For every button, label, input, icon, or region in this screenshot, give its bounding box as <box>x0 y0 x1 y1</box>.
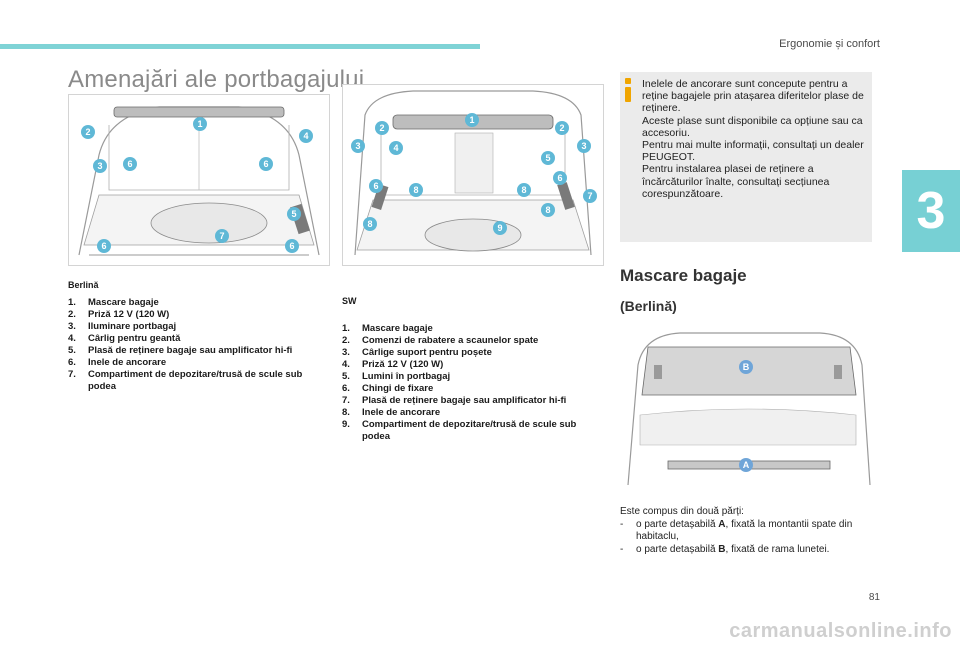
list-item: -o parte detașabilă A, fixată la montant… <box>620 518 853 543</box>
cover-intro: Este compus din două părți: <box>620 506 744 517</box>
running-header: Ergonomie și confort <box>779 38 880 50</box>
callout-8: 8 <box>409 183 423 197</box>
header-accent-bar <box>0 44 480 49</box>
callout-8: 8 <box>541 203 555 217</box>
list-item: 2.Comenzi de rabatere a scaunelor spate <box>342 335 539 346</box>
callout-7: 7 <box>215 229 229 243</box>
info-text: Inelele de ancorare sunt concepute pentr… <box>642 78 868 200</box>
list-item: 3.Iluminare portbagaj <box>68 321 177 332</box>
list-item: 7.Compartiment de depozitare/trusă de sc… <box>68 369 303 392</box>
luggage-cover-illustration: B A <box>620 325 876 485</box>
callout-a: A <box>739 458 753 472</box>
sw-legend-list: 1.Mascare bagaje 2.Comenzi de rabatere a… <box>342 323 602 443</box>
sedan-trunk-drawing <box>78 106 320 256</box>
sw-caption: SW <box>342 296 357 306</box>
list-item: 4.Priză 12 V (120 W) <box>342 359 444 370</box>
list-item: 8.Inele de ancorare <box>342 407 441 418</box>
watermark: carmanualsonline.info <box>729 620 952 642</box>
callout-6: 6 <box>97 239 111 253</box>
list-item: 6.Inele de ancorare <box>68 357 167 368</box>
list-item: 2.Priză 12 V (120 W) <box>68 309 170 320</box>
chapter-tab: 3 <box>902 170 960 252</box>
section-title: Amenajări ale portbagajului <box>68 66 365 93</box>
list-item: 4.Cârlig pentru geantă <box>68 333 181 344</box>
list-item: -o parte detașabilă B, fixată de rama lu… <box>620 543 830 555</box>
callout-2: 2 <box>81 125 95 139</box>
cover-description: Este compus din două părți: -o parte det… <box>620 506 876 556</box>
heading-mascare-bagaje: Mascare bagaje <box>620 266 747 285</box>
info-paragraph: Pentru mai multe informații, consultați … <box>642 139 864 164</box>
list-item: 5.Plasă de reținere bagaje sau amplifica… <box>68 345 293 356</box>
callout-1: 1 <box>465 113 479 127</box>
info-box: Inelele de ancorare sunt concepute pentr… <box>620 72 872 242</box>
callout-6: 6 <box>259 157 273 171</box>
callout-6: 6 <box>285 239 299 253</box>
callout-9: 9 <box>493 221 507 235</box>
sedan-legend-list: 1.Mascare bagaje 2.Priză 12 V (120 W) 3.… <box>68 297 318 393</box>
callout-2: 2 <box>375 121 389 135</box>
sedan-trunk-illustration: 1 2 3 6 4 6 5 7 6 6 <box>68 94 330 266</box>
callout-8: 8 <box>517 183 531 197</box>
list-item: 3.Cârlige suport pentru poșete <box>342 347 492 358</box>
list-item: 1.Mascare bagaje <box>342 323 433 334</box>
list-item: 9.Compartiment de depozitare/trusă de sc… <box>342 419 577 442</box>
info-paragraph: Inelele de ancorare sunt concepute pentr… <box>642 78 864 115</box>
callout-5: 5 <box>287 207 301 221</box>
callout-7: 7 <box>583 189 597 203</box>
info-paragraph: Pentru instalarea plasei de reținere a î… <box>642 163 830 200</box>
callout-6: 6 <box>123 157 137 171</box>
list-item: 6.Chingi de fixare <box>342 383 434 394</box>
callout-1: 1 <box>193 117 207 131</box>
info-icon <box>625 78 631 102</box>
callout-3: 3 <box>93 159 107 173</box>
callout-3: 3 <box>351 139 365 153</box>
callout-5: 5 <box>541 151 555 165</box>
sw-trunk-illustration: 1 2 2 3 3 4 5 6 6 7 8 8 8 8 9 <box>342 84 604 266</box>
subheading-berlina: (Berlină) <box>620 298 677 314</box>
callout-8: 8 <box>363 217 377 231</box>
callout-6: 6 <box>369 179 383 193</box>
callout-2: 2 <box>555 121 569 135</box>
callout-4: 4 <box>389 141 403 155</box>
callout-6: 6 <box>553 171 567 185</box>
sedan-caption: Berlină <box>68 280 99 290</box>
callout-b: B <box>739 360 753 374</box>
list-item: 5.Lumini în portbagaj <box>342 371 451 382</box>
callout-4: 4 <box>299 129 313 143</box>
callout-3: 3 <box>577 139 591 153</box>
info-paragraph: Aceste plase sunt disponibile ca opțiune… <box>642 114 863 139</box>
list-item: 1.Mascare bagaje <box>68 297 159 308</box>
list-item: 7.Plasă de reținere bagaje sau amplifica… <box>342 395 567 406</box>
page-number: 81 <box>868 592 880 603</box>
